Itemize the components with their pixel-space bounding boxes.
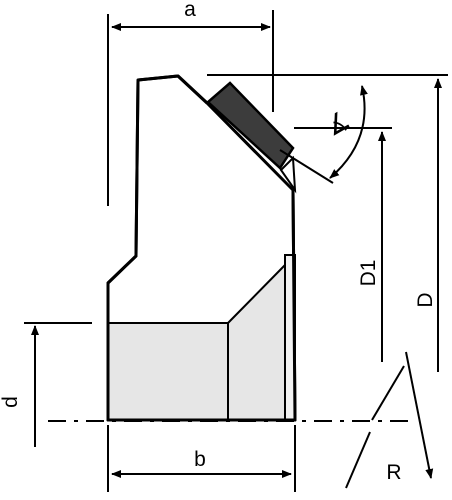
angle-arc-arrow: [329, 85, 368, 179]
dimension-b: b: [107, 425, 296, 492]
label-a: a: [184, 0, 196, 21]
label-D1: D1: [357, 260, 380, 287]
dimension-d: d: [0, 322, 92, 447]
housing-lower-front: [107, 322, 229, 421]
seal-lip: [206, 81, 295, 170]
dimension-R-arrow: [405, 351, 434, 479]
label-D: D: [414, 292, 437, 307]
label-angle: ∡: [320, 104, 355, 142]
dimension-D: D: [207, 74, 448, 372]
label-d: d: [0, 396, 22, 408]
label-b: b: [194, 448, 206, 471]
label-R: R: [386, 461, 401, 484]
housing-lower-side: [227, 262, 286, 421]
dimension-R: R: [345, 351, 434, 489]
dimension-D1: D1: [294, 127, 392, 362]
housing-bevel: [279, 155, 297, 194]
seal-lip-shape: [206, 81, 295, 170]
dimension-a: a: [107, 0, 274, 206]
